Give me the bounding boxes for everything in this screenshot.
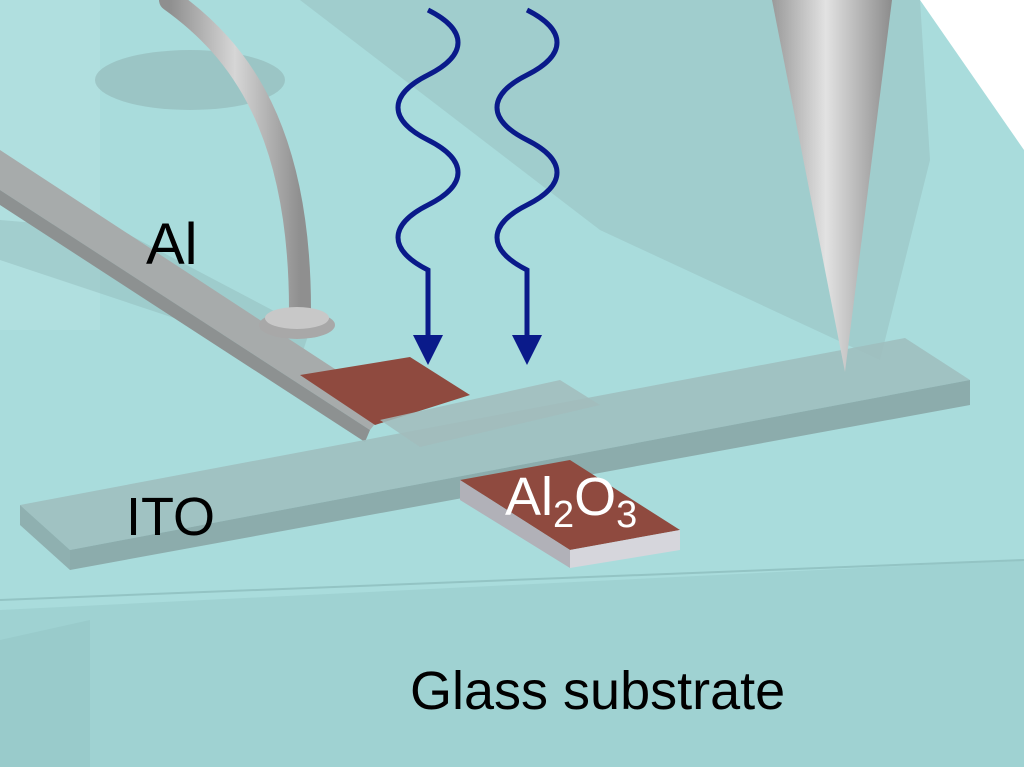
al2o3-layer bbox=[460, 460, 680, 568]
label-al2o3-sub3: 3 bbox=[616, 494, 638, 536]
aluminum-electrode bbox=[0, 150, 470, 442]
wire-bond-icon bbox=[159, 0, 335, 339]
al2o3-under-strip bbox=[300, 357, 470, 425]
label-ito: ITO bbox=[126, 487, 216, 547]
label-al2o3-al: Al bbox=[505, 467, 554, 527]
probe-tip-icon bbox=[772, 0, 892, 372]
label-glass-substrate: Glass substrate bbox=[410, 661, 786, 721]
label-al2o3-o: O bbox=[574, 467, 617, 527]
photon-arrow-icon bbox=[395, 7, 461, 365]
label-al2o3: Al2O3 bbox=[505, 470, 637, 534]
photon-arrow-icon bbox=[494, 7, 560, 365]
label-al: Al bbox=[146, 212, 198, 277]
substrate-front-face bbox=[0, 560, 1024, 767]
photon-arrows bbox=[395, 7, 560, 365]
label-al2o3-sub2: 2 bbox=[553, 494, 575, 536]
